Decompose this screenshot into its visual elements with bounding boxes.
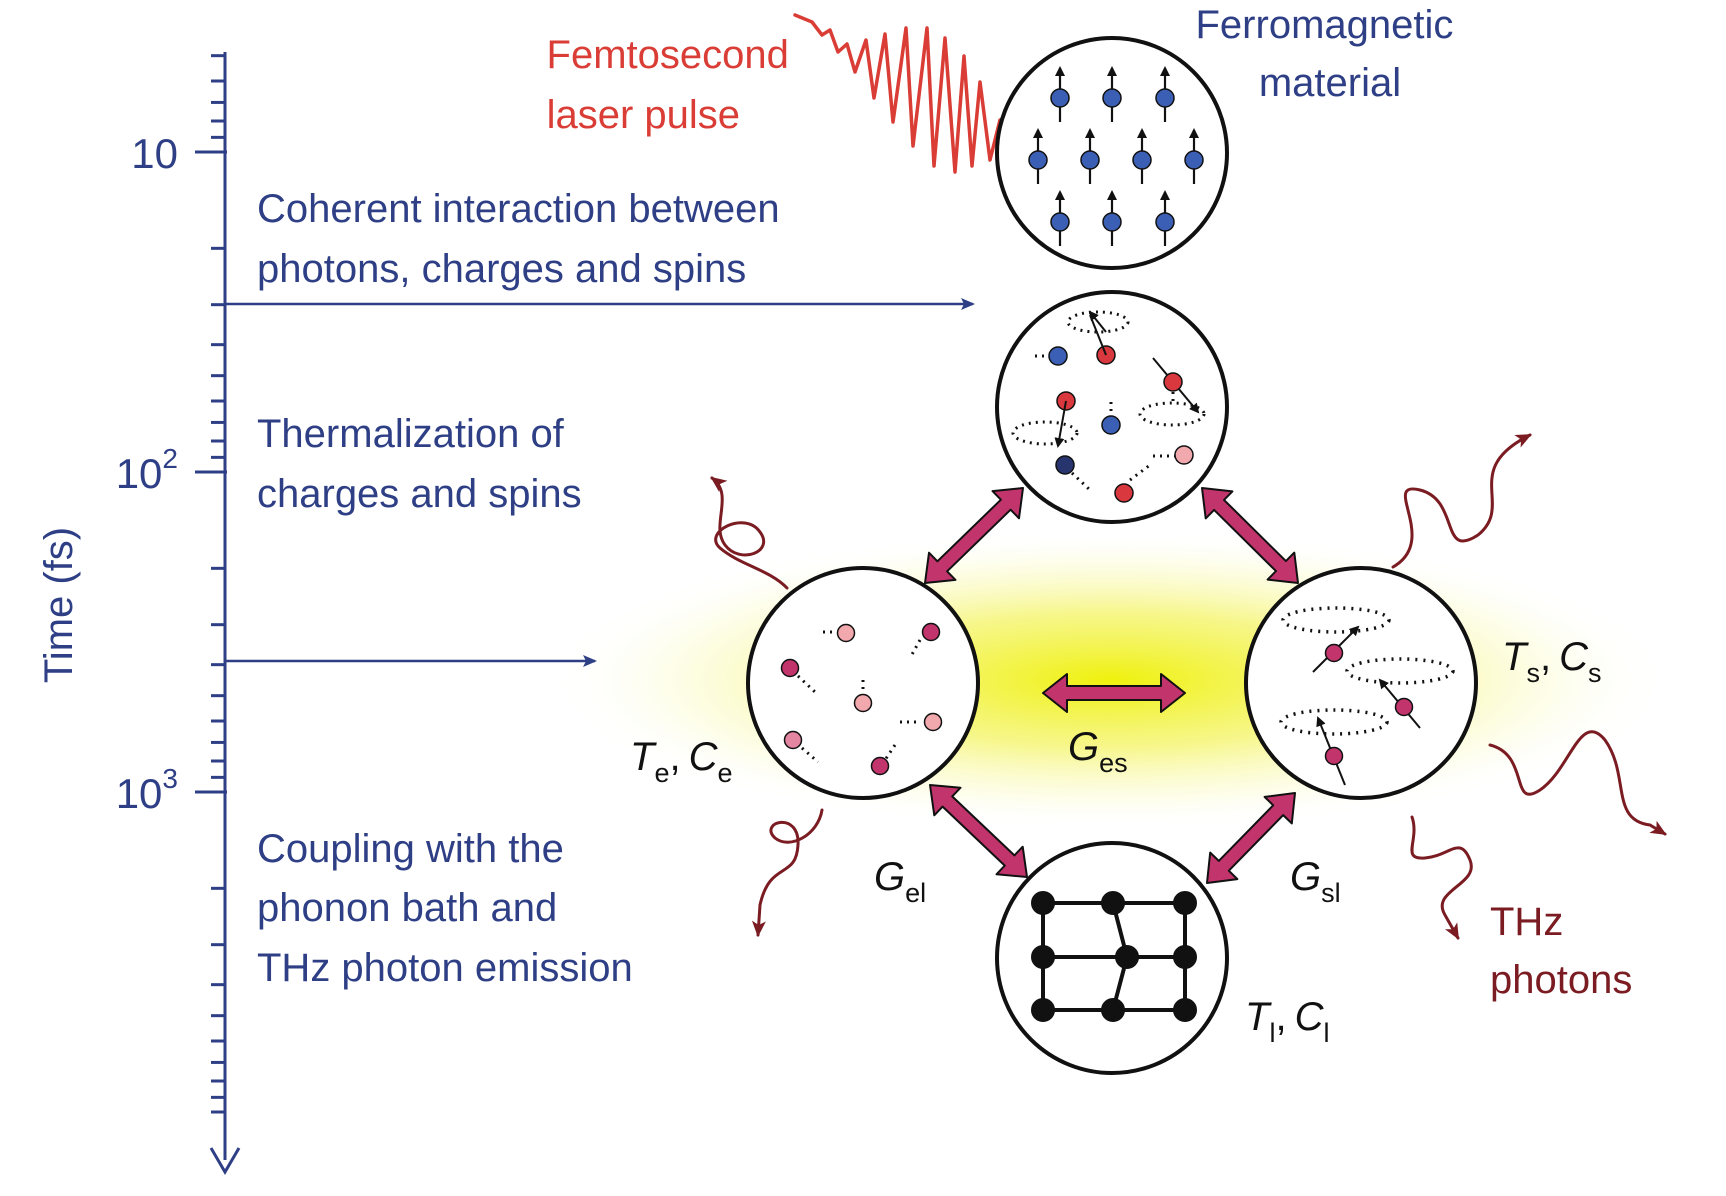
double-arrow-icon <box>924 487 1024 584</box>
dotted-orbit-icon <box>1066 310 1130 334</box>
tick-label-1000: 103 <box>116 763 178 817</box>
spin-precession <box>1279 606 1455 786</box>
wavy-arrow-icon <box>751 808 824 937</box>
dotted-orbit-icon <box>1281 606 1391 634</box>
thz-photon-emission <box>710 433 1667 940</box>
dotted-orbit-icon <box>1011 420 1079 446</box>
stage-coherent-text: Coherent interaction between photons, ch… <box>257 187 791 291</box>
axis-label: Time (fs) <box>37 527 81 683</box>
thermalization-circle <box>995 290 1229 524</box>
tick-label-10: 10 <box>131 130 178 177</box>
ferromagnetic-material-label: Ferromagnetic material <box>1196 3 1465 105</box>
lattice-reservoir-label: Tl,Cl <box>1245 995 1329 1048</box>
spin-up-icon <box>1050 66 1070 122</box>
electron-particles <box>780 622 943 776</box>
aligned-spins <box>1028 66 1204 246</box>
double-arrow-icon <box>1201 487 1299 584</box>
coupling-label-el: Gel <box>874 855 926 908</box>
electron-reservoir-circle <box>746 566 980 800</box>
spin-reservoir-label: Ts,Cs <box>1502 635 1601 688</box>
thz-photons-label: THz photons <box>1490 900 1632 1002</box>
spin-up-icon <box>1184 128 1204 184</box>
coupling-arrows <box>924 487 1299 884</box>
coupling-label-es: Ges <box>1068 725 1128 778</box>
lattice-icon <box>1031 891 1197 1022</box>
spin-up-icon <box>1050 190 1070 246</box>
dotted-orbit-icon <box>1279 708 1389 736</box>
tick-label-100: 102 <box>116 443 178 497</box>
laser-pulse-label: Femtosecond laser pulse <box>547 33 800 137</box>
spin-up-icon <box>1155 66 1175 122</box>
double-arrow-icon <box>929 784 1028 878</box>
wavy-arrow-icon <box>1488 730 1667 836</box>
spin-up-icon <box>1102 66 1122 122</box>
thermalization-particles <box>1011 310 1206 503</box>
double-arrow-icon <box>1042 673 1186 713</box>
double-arrow-icon <box>1206 792 1296 884</box>
stage-coupling-text: Coupling with the phonon bath and THz ph… <box>257 827 633 990</box>
dotted-orbit-icon <box>1138 401 1206 427</box>
spin-up-icon <box>1132 128 1152 184</box>
stage-thermalization-text: Thermalization of charges and spins <box>257 412 582 516</box>
electron-reservoir-label: Te,Ce <box>630 735 733 788</box>
axis-ticks <box>195 54 227 1114</box>
spin-up-icon <box>1102 190 1122 246</box>
spin-up-icon <box>1080 128 1100 184</box>
spin-up-icon <box>1028 128 1048 184</box>
dotted-orbit-icon <box>1345 657 1455 685</box>
laser-pulse-wave <box>793 13 1042 196</box>
wavy-arrow-icon <box>1410 815 1473 940</box>
time-axis <box>209 52 241 1175</box>
coupling-label-sl: Gsl <box>1290 855 1341 908</box>
wavy-arrow-icon <box>710 476 789 590</box>
spin-up-icon <box>1155 190 1175 246</box>
wavy-arrow-icon <box>1391 433 1532 569</box>
spin-reservoir-circle <box>1244 566 1478 800</box>
